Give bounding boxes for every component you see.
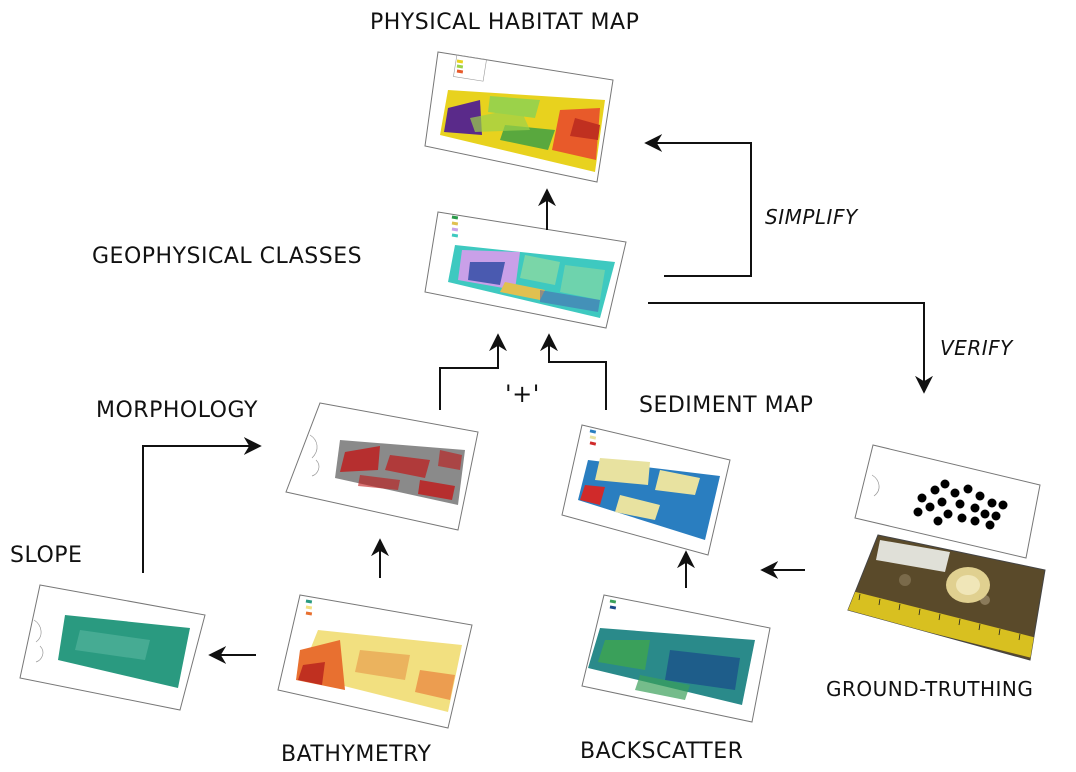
label-verify: VERIFY [940, 336, 1013, 360]
backscatter-sheet [581, 594, 771, 723]
label-physical-habitat-map: PHYSICAL HABITAT MAP [370, 10, 640, 35]
morphology-sheet [285, 402, 479, 531]
label-backscatter: BACKSCATTER [580, 739, 744, 764]
bathymetry-sheet [277, 594, 473, 729]
arrow-morphology-to-classes [439, 333, 507, 410]
arrow-slope-to-morphology [142, 437, 262, 573]
label-bathymetry: BATHYMETRY [281, 742, 432, 767]
sample-points [913, 479, 1008, 530]
label-geophysical-classes: GEOPHYSICAL CLASSES [92, 244, 363, 269]
label-ground-truthing: GROUND-TRUTHING [826, 677, 1034, 701]
habitat-map-sheet [424, 51, 614, 183]
arrow-sediment-to-classes [540, 333, 607, 410]
ground-truthing-sheet [854, 444, 1041, 559]
label-morphology: MORPHOLOGY [96, 398, 258, 423]
ground-truthing-photo [847, 534, 1046, 661]
arrow-simplify [644, 134, 752, 277]
arrow-verify [648, 302, 933, 394]
label-slope: SLOPE [10, 543, 83, 568]
label-combine: '+' [505, 380, 540, 408]
label-sediment-map: SEDIMENT MAP [639, 393, 814, 418]
label-simplify: SIMPLIFY [765, 205, 858, 229]
geophysical-classes-sheet [424, 211, 627, 329]
sediment-map-sheet [561, 424, 731, 556]
slope-sheet [19, 584, 206, 711]
arrows [142, 134, 933, 664]
